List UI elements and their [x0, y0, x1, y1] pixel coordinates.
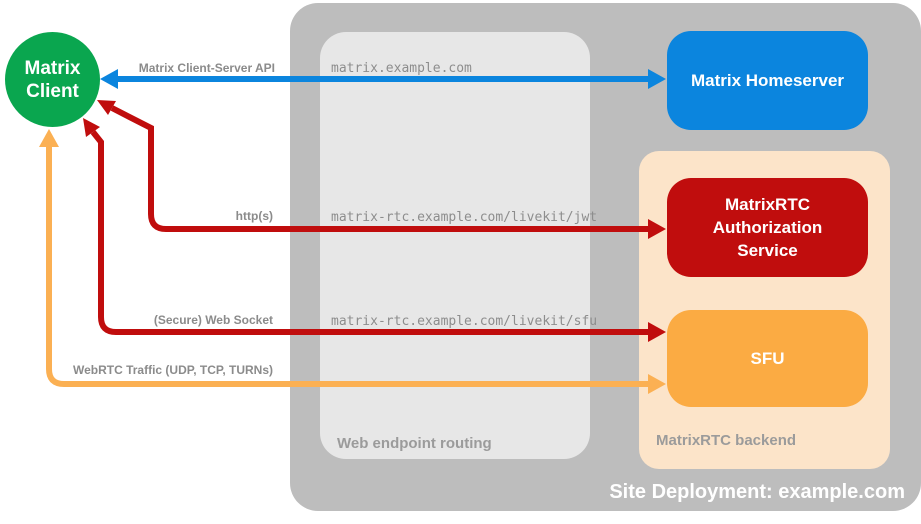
- matrix-client-label: Matrix Client: [24, 57, 81, 102]
- matrix-client-server-api-label: Matrix Client-Server API: [138, 61, 275, 75]
- matrix-homeserver-label: Matrix Homeserver: [690, 70, 845, 90]
- secure-web-socket-label: (Secure) Web Socket: [153, 313, 273, 327]
- matrixrtc-authorization-service-node: MatrixRTC Authorization Service: [667, 178, 868, 277]
- sfu-node: SFU: [667, 310, 868, 407]
- endpoint-livekit-jwt: matrix-rtc.example.com/livekit/jwt: [331, 210, 598, 225]
- web-endpoint-routing-box: [320, 32, 590, 459]
- endpoint-livekit-sfu: matrix-rtc.example.com/livekit/sfu: [331, 314, 598, 329]
- site-deployment-caption: Site Deployment: example.com: [609, 481, 905, 503]
- matrixrtc-authorization-service-label: MatrixRTC Authorization Service: [712, 195, 823, 260]
- matrixrtc-backend-caption: MatrixRTC backend: [656, 432, 797, 449]
- https-label: http(s): [235, 209, 273, 223]
- sfu-label: SFU: [750, 348, 785, 368]
- matrix-client-node: Matrix Client: [5, 32, 100, 127]
- matrix-homeserver-node: Matrix Homeserver: [667, 31, 868, 130]
- web-endpoint-routing-caption: Web endpoint routing: [337, 435, 492, 452]
- endpoint-matrix-example-com: matrix.example.com: [331, 61, 472, 76]
- webrtc-traffic-label: WebRTC Traffic (UDP, TCP, TURNs): [72, 363, 273, 377]
